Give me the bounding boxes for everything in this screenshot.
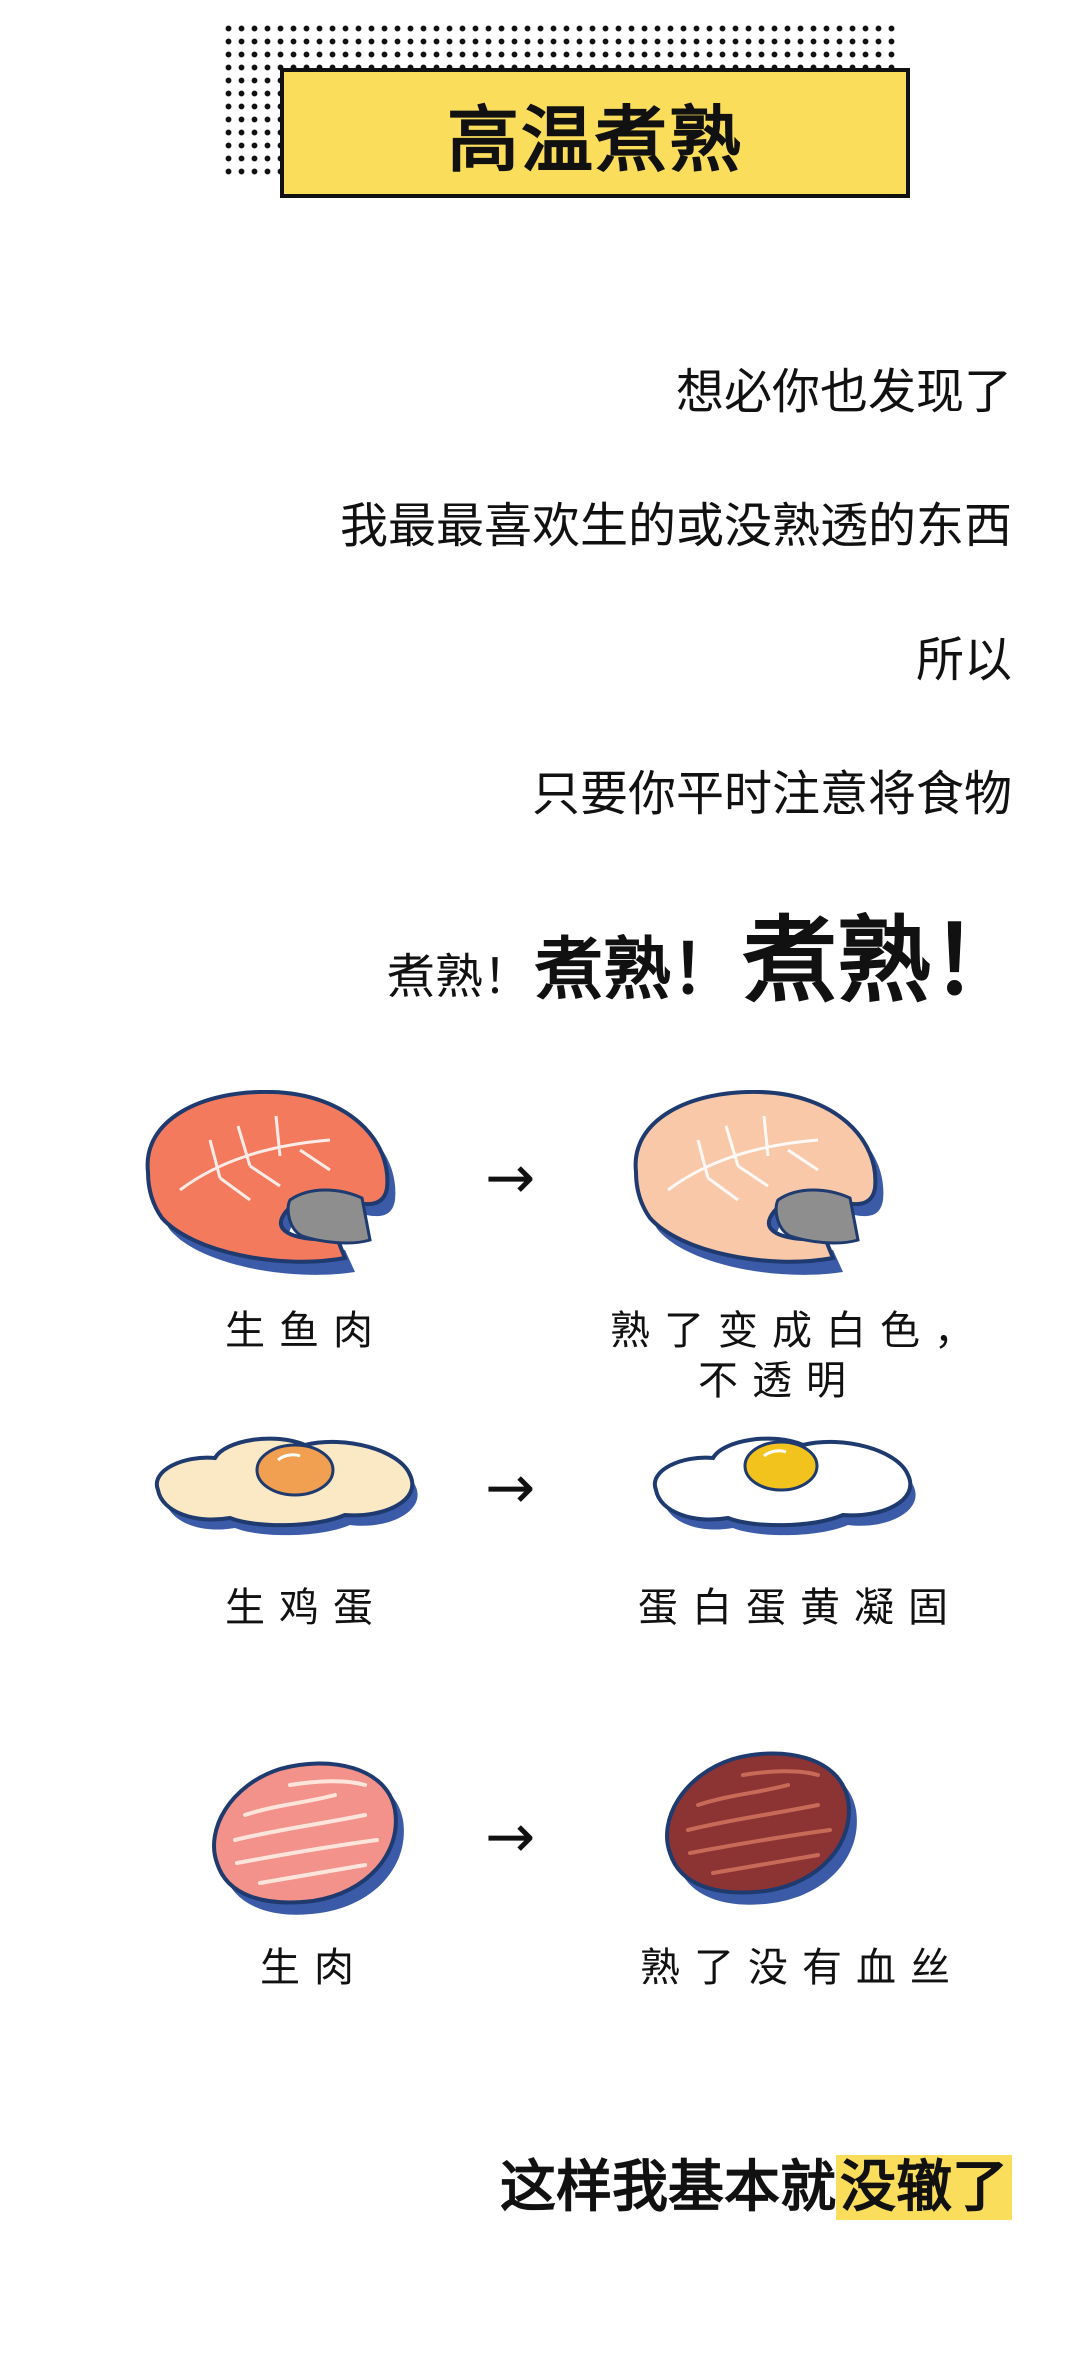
raw-egg-illustration xyxy=(154,1436,418,1536)
raw-fish-label: 生鱼肉 xyxy=(225,1308,387,1354)
text-line-2: 我最最喜欢生的或没熟透的东西 xyxy=(339,498,1012,554)
arrow-icon: → xyxy=(485,1453,536,1523)
shout-medium: 煮熟！ xyxy=(534,931,739,1010)
conclusion-text: 这样我基本就没辙了 xyxy=(500,2142,1012,2223)
cooked-fish-label-2: 不透明 xyxy=(698,1358,860,1404)
raw-salmon-illustration xyxy=(145,1090,396,1275)
shout-large: 煮熟！ xyxy=(742,907,1025,1016)
shout-small: 煮熟！ xyxy=(386,949,531,1005)
cooked-fish-label: 熟了变成白色， xyxy=(610,1308,988,1354)
cooked-meat-illustration xyxy=(665,1751,857,1905)
cooked-salmon-illustration xyxy=(633,1090,884,1275)
raw-meat-illustration xyxy=(212,1761,404,1915)
conclusion-highlight: 没辙了 xyxy=(836,2155,1012,2220)
cooked-egg-label: 蛋白蛋黄凝固 xyxy=(638,1585,962,1631)
raw-egg-label: 生鸡蛋 xyxy=(225,1585,387,1631)
arrow-icon: → xyxy=(485,1802,536,1872)
cooked-meat-label: 熟了没有血丝 xyxy=(640,1945,964,1991)
cooked-egg-illustration xyxy=(652,1436,916,1536)
page-title: 高温煮熟 xyxy=(280,68,910,198)
conclusion-main: 这样我基本就 xyxy=(500,2155,836,2220)
text-line-4: 只要你平时注意将食物 xyxy=(531,766,1012,822)
text-line-3: 所以 xyxy=(915,632,1012,688)
arrow-icon: → xyxy=(485,1143,536,1213)
text-line-1: 想必你也发现了 xyxy=(675,364,1012,420)
cook-shout: 煮熟！ 煮熟！ 煮熟！ xyxy=(387,885,1025,1021)
raw-meat-label: 生肉 xyxy=(260,1945,368,1991)
